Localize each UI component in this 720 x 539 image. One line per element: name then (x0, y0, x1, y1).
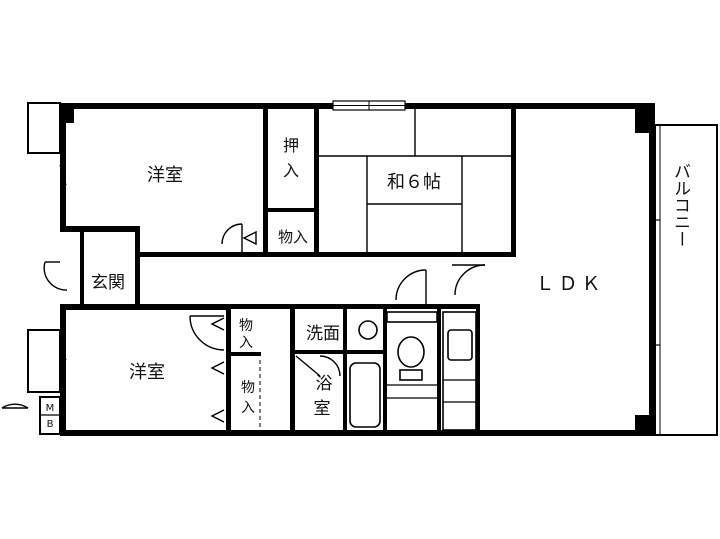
label-ldk: ＬＤＫ (535, 273, 604, 295)
fixtures (349, 311, 477, 431)
label-washroom: 洗面 (306, 324, 340, 344)
label-storage-small-top: 物 (239, 318, 253, 334)
label-storage-tall-top: 物 (241, 380, 255, 396)
label-genkan: 玄関 (91, 273, 125, 293)
label-meter-box-top: M (46, 403, 55, 414)
toilet-icon (397, 336, 425, 368)
label-balcony: バルコニー (670, 163, 690, 248)
tatami-lines (319, 109, 511, 252)
interior-walls (80, 109, 516, 434)
label-western-room-top: 洋室 (147, 165, 183, 186)
sink-icon (358, 320, 378, 340)
doors (1, 223, 486, 423)
bathtub-icon (349, 362, 381, 428)
top-window (332, 100, 406, 111)
label-bath-top: 浴 (316, 374, 333, 394)
label-storage-near-washitsu: 物入 (278, 228, 308, 246)
balcony-outline (649, 124, 718, 436)
label-washitsu: 和６帖 (387, 172, 441, 193)
label-oshiire-bottom: 入 (283, 161, 299, 180)
label-storage-tall-bottom: 入 (241, 400, 255, 416)
label-bath-bottom: 室 (314, 399, 331, 419)
room-labels: 洋室 押 入 和６帖 物入 玄関 ＬＤＫ 洋室 物 入 物 入 洗面 浴 室 M… (46, 136, 690, 430)
label-oshiire-top: 押 (283, 136, 299, 155)
label-western-room-bottom: 洋室 (129, 362, 165, 383)
label-storage-small-bottom: 入 (239, 335, 253, 351)
exterior-units (27, 102, 61, 435)
label-meter-box-bottom: B (47, 419, 54, 430)
